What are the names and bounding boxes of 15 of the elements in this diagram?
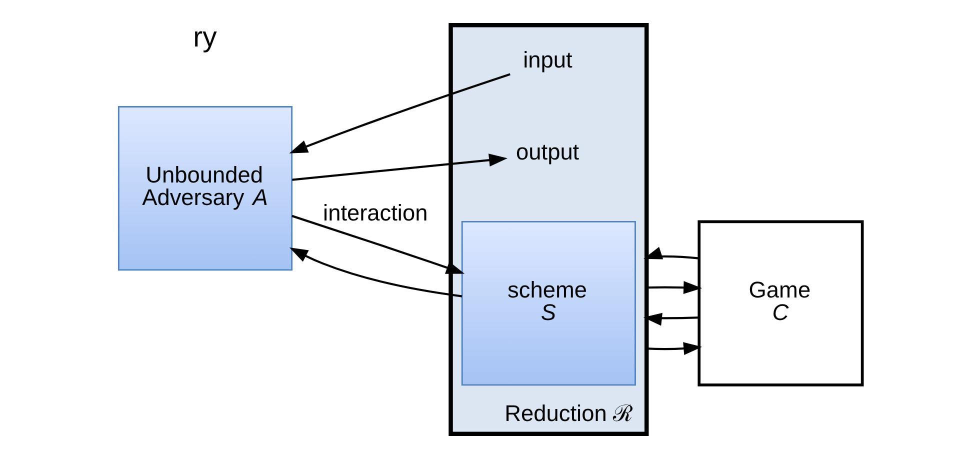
arrow: [642, 312, 698, 326]
node-box: scheme S: [460, 220, 636, 386]
node-text: output: [516, 138, 579, 165]
node-text: input: [522, 46, 572, 72]
arrow: [292, 154, 508, 181]
arrow: [646, 281, 702, 294]
arrow: [643, 246, 698, 260]
node-box: Game C: [697, 220, 864, 386]
arrow: [291, 214, 464, 274]
arrow: [288, 73, 510, 154]
arrow: [646, 342, 702, 355]
node-box: Unbounded Adversary A: [117, 106, 292, 271]
arrow: [288, 247, 462, 298]
label: ry: [192, 21, 216, 54]
edge-label: interaction: [322, 200, 428, 226]
